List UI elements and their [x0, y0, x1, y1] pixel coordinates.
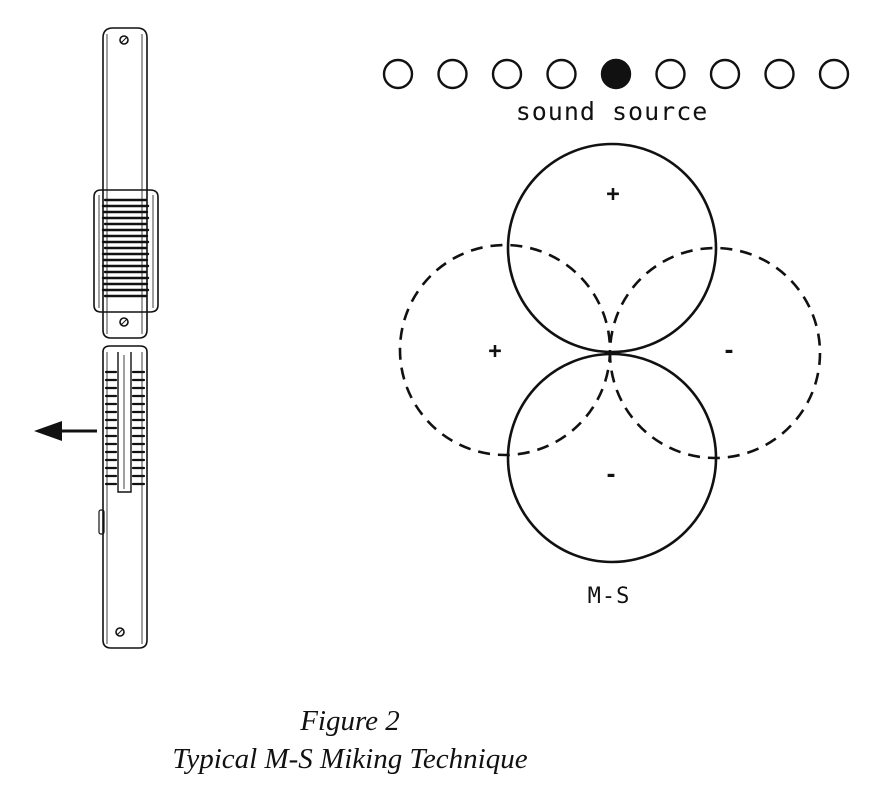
sound-source — [437, 58, 468, 90]
sound-source — [382, 58, 414, 90]
mid-front-polarity: + — [606, 182, 619, 207]
sound-source — [491, 58, 523, 90]
figure-number: Figure 2 — [300, 705, 400, 737]
pattern-label: M-S — [588, 584, 631, 609]
sound-sources-row — [382, 58, 850, 90]
microphone-assembly — [93, 27, 159, 649]
screw-icon — [115, 627, 125, 637]
figure-caption: Typical M-S Miking Technique — [172, 743, 528, 775]
mid-rear-polarity: - — [604, 463, 617, 488]
active-sound-source — [600, 58, 632, 90]
side-right-polarity: - — [722, 339, 735, 364]
sound-source — [818, 58, 850, 90]
sound-source — [764, 58, 795, 90]
mid-mic-grille — [101, 198, 150, 298]
left-arrow-icon — [34, 421, 97, 441]
screw-icon — [119, 35, 129, 45]
sound-source — [655, 58, 686, 90]
screw-icon — [119, 317, 129, 327]
mid-microphone — [93, 27, 159, 339]
side-left-polarity: + — [488, 339, 501, 364]
sound-source — [709, 58, 741, 90]
side-right-lobe — [608, 246, 822, 460]
sound-source — [546, 58, 577, 90]
side-microphone — [98, 345, 148, 649]
side-mic-grille — [104, 370, 146, 486]
ms-polar-pattern — [398, 142, 822, 564]
sound-source-label: sound source — [516, 97, 709, 126]
mid-front-lobe — [506, 142, 718, 354]
mid-rear-lobe — [506, 352, 718, 564]
side-left-lobe — [398, 243, 612, 457]
